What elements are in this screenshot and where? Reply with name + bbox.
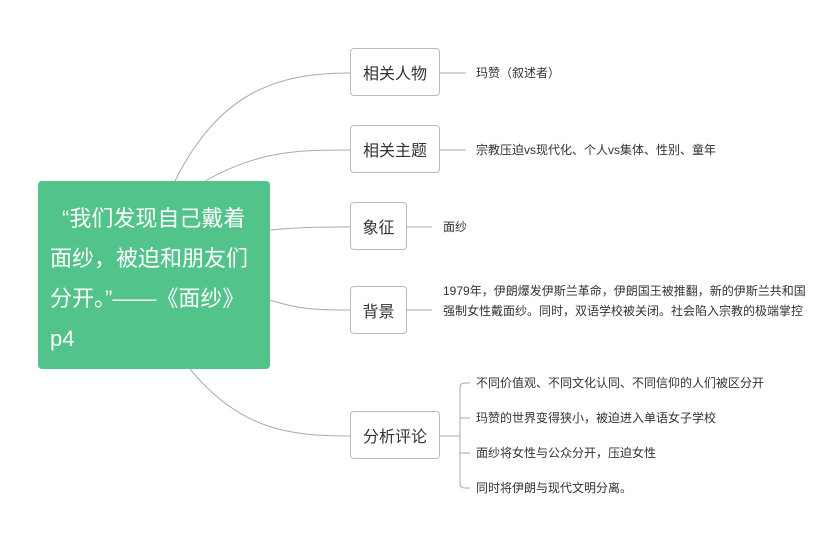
leaf-symbol[interactable]: 面纱	[443, 220, 468, 234]
branch-related-themes[interactable]: 相关主题	[350, 125, 440, 173]
leaf-themes[interactable]: 宗教压迫vs现代化、个人vs集体、性别、童年	[476, 143, 717, 157]
leaf-character[interactable]: 玛赞（叙述者）	[476, 66, 561, 80]
leaf-analysis-2[interactable]: 玛赞的世界变得狭小，被迫进入单语女子学校	[476, 411, 717, 425]
leaf-background[interactable]: 1979年，伊朗爆发伊斯兰革命，伊朗国王被推翻，新的伊斯兰共和国强制女性戴面纱。…	[443, 284, 806, 318]
leaf-analysis-1[interactable]: 不同价值观、不同文化认同、不同信仰的人们被区分开	[476, 376, 765, 390]
central-topic[interactable]: “我们发现自己戴着面纱，被迫和朋友们分开。”——《面纱》p4	[38, 181, 270, 369]
branch-analysis[interactable]: 分析评论	[350, 411, 440, 459]
leaf-analysis-3[interactable]: 面纱将女性与公众分开，压迫女性	[476, 446, 657, 460]
branch-background[interactable]: 背景	[350, 286, 407, 334]
branch-related-characters[interactable]: 相关人物	[350, 48, 440, 96]
branch-symbol[interactable]: 象征	[350, 202, 407, 250]
leaf-analysis-4[interactable]: 同时将伊朗与现代文明分离。	[476, 481, 633, 495]
